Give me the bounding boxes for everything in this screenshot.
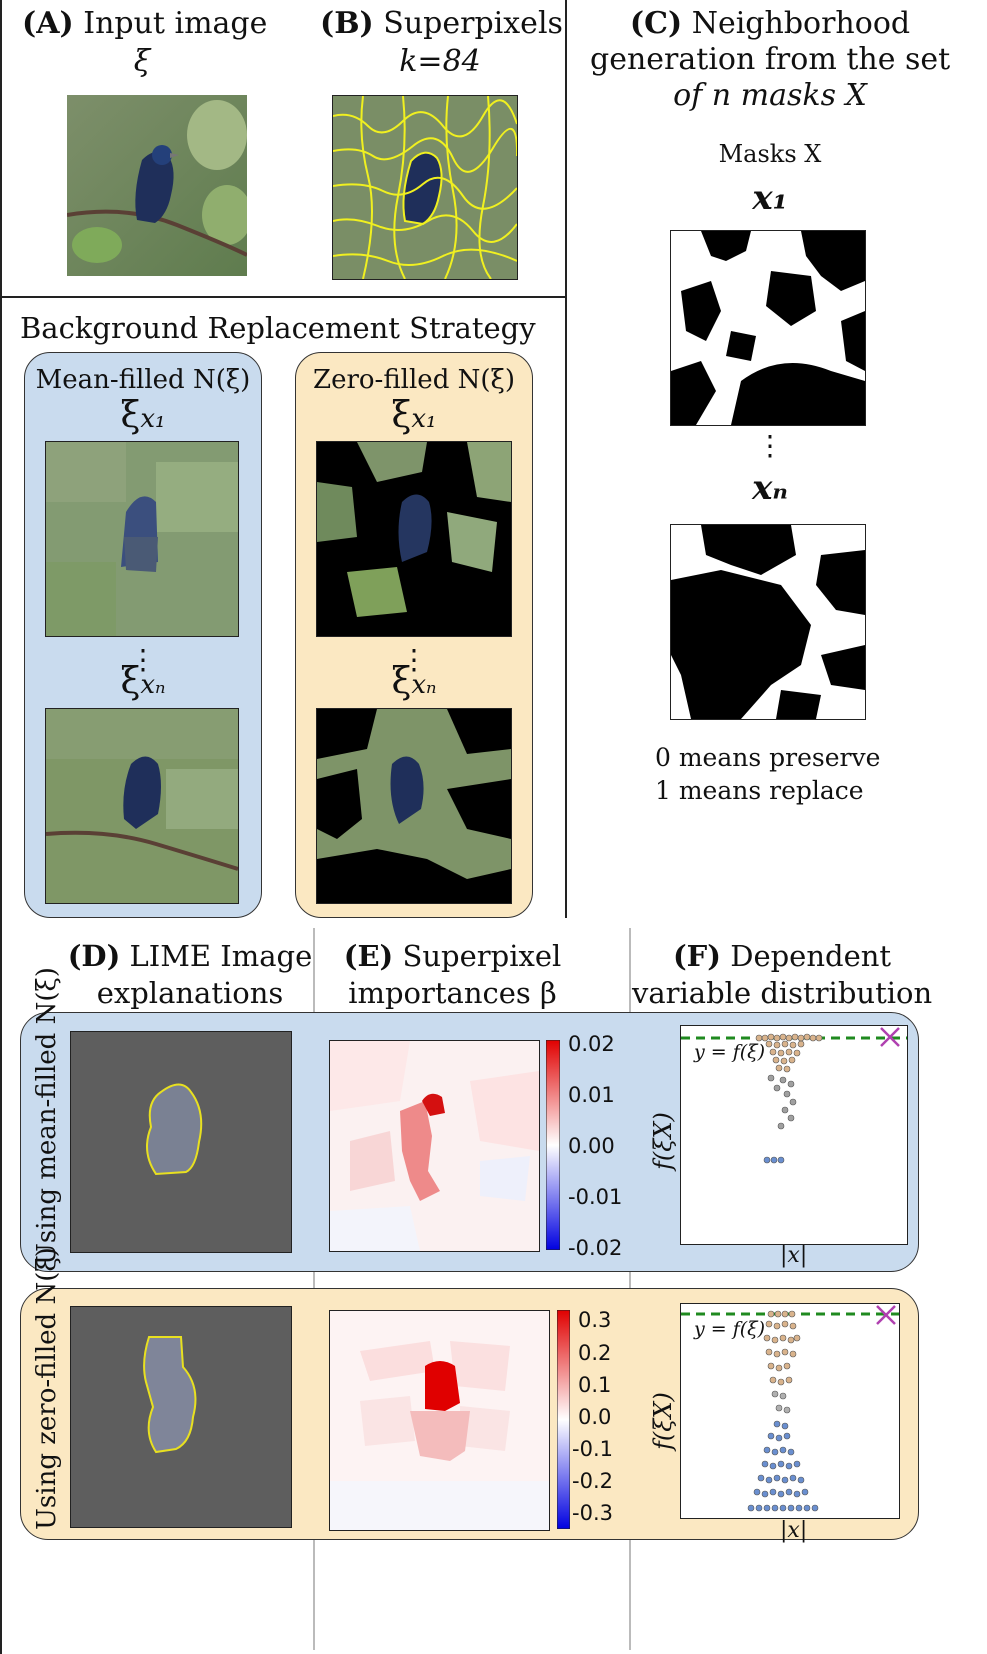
mask-xn bbox=[670, 524, 866, 720]
mean-y-label: f(ξX) bbox=[649, 1112, 677, 1170]
mean-dist-plot bbox=[680, 1025, 908, 1245]
masks-label: Masks X bbox=[718, 140, 822, 168]
mean-importance-map bbox=[329, 1040, 540, 1252]
panel-a-label: (A) bbox=[22, 6, 74, 41]
mask-dots: ⋮ bbox=[756, 429, 784, 462]
divider-vertical-top bbox=[565, 0, 567, 918]
input-image bbox=[67, 95, 247, 276]
zero-xi-x1-sub: x₁ bbox=[411, 404, 437, 434]
mean-xi-x1-sub: x₁ bbox=[140, 404, 166, 434]
panel-a-symbol: ξ bbox=[133, 44, 151, 79]
zero-filled-title: Zero-filled N(ξ) bbox=[313, 365, 515, 395]
mask-x1-label: x₁ bbox=[752, 178, 788, 218]
zero-cbar-tick-3: 0.0 bbox=[578, 1405, 612, 1429]
panel-c-title-line3: of n masks X bbox=[673, 78, 867, 113]
mask-x1 bbox=[670, 230, 866, 426]
mean-xi-x1: ξx₁ bbox=[120, 395, 166, 436]
mean-cbar-tick-1: 0.01 bbox=[568, 1083, 615, 1107]
legend-preserve: 0 means preserve bbox=[655, 743, 881, 772]
zero-cbar-tick-1: 0.2 bbox=[578, 1341, 612, 1365]
panel-e-title-line2: importances β bbox=[348, 976, 557, 1010]
zero-dist-plot bbox=[680, 1303, 900, 1519]
zero-y-eq: y = f(ξ) bbox=[694, 1318, 766, 1340]
mean-filled-image-1 bbox=[45, 441, 239, 637]
panel-b-title-text: Superpixels bbox=[383, 6, 563, 41]
panel-c-label: (C) bbox=[629, 6, 683, 41]
mean-filled-title: Mean-filled N(ξ) bbox=[35, 365, 251, 395]
panel-a-title-text: Input image bbox=[83, 6, 268, 41]
panel-e-title-line1: (E) Superpixel bbox=[343, 939, 562, 973]
divider-horizontal-ab bbox=[0, 296, 567, 298]
mean-cbar-tick-2: 0.00 bbox=[568, 1134, 615, 1158]
mean-dots: ⋮ bbox=[129, 643, 157, 676]
panel-d-label: (D) bbox=[67, 939, 121, 973]
bg-strategy-title: Background Replacement Strategy bbox=[20, 311, 536, 345]
mean-cbar-tick-0: 0.02 bbox=[568, 1032, 615, 1056]
zero-lime-explanation bbox=[70, 1306, 292, 1528]
zero-cbar-tick-5: -0.2 bbox=[572, 1469, 613, 1493]
superpixel-image bbox=[332, 95, 518, 280]
panel-a-title: (A) Input image bbox=[22, 6, 267, 42]
zero-dots: ⋮ bbox=[400, 643, 428, 676]
zero-filled-image-n bbox=[316, 708, 512, 904]
mean-x-label: |x| bbox=[780, 1243, 808, 1268]
zero-cbar-tick-4: -0.1 bbox=[572, 1437, 613, 1461]
panel-b-k: k=84 bbox=[399, 44, 481, 79]
mean-cbar-tick-3: -0.01 bbox=[568, 1185, 623, 1209]
zero-xi-xn-sub: xₙ bbox=[411, 670, 437, 700]
mean-xi-xn: ξxₙ bbox=[120, 661, 166, 702]
panel-d-title-line2: explanations bbox=[96, 976, 284, 1010]
panel-f-title-line1: (F) Dependent bbox=[672, 939, 892, 973]
mean-colorbar bbox=[546, 1040, 560, 1250]
panel-b-label: (B) bbox=[320, 6, 374, 41]
zero-colorbar bbox=[557, 1310, 570, 1529]
panel-f-title-line2: variable distribution bbox=[632, 976, 933, 1010]
zero-xi-x1: ξx₁ bbox=[391, 395, 437, 436]
panel-c-title-line2: generation from the set bbox=[590, 42, 951, 77]
panel-e-label: (E) bbox=[343, 939, 394, 973]
panel-c-title-line1: (C) Neighborhood bbox=[629, 6, 911, 41]
zero-x-label: |x| bbox=[780, 1518, 808, 1543]
zero-y-label: f(ξX) bbox=[649, 1392, 677, 1450]
zero-importance-map bbox=[329, 1310, 550, 1531]
mean-filled-image-n bbox=[45, 708, 239, 904]
mean-xi-xn-sub: xₙ bbox=[140, 670, 166, 700]
border-left bbox=[0, 0, 2, 1654]
zero-cbar-tick-0: 0.3 bbox=[578, 1308, 612, 1332]
legend-replace: 1 means replace bbox=[655, 776, 864, 805]
mean-y-eq: y = f(ξ) bbox=[694, 1041, 766, 1063]
zero-cbar-tick-6: -0.3 bbox=[572, 1501, 613, 1525]
mean-row-label: Using mean-filled N(ξ) bbox=[32, 967, 62, 1265]
mean-cbar-tick-4: -0.02 bbox=[568, 1236, 623, 1260]
mean-lime-explanation bbox=[70, 1031, 292, 1253]
mask-xn-label: xₙ bbox=[752, 468, 788, 508]
panel-b-title: (B) Superpixels bbox=[320, 6, 563, 42]
panel-d-title-line1: (D) LIME Image bbox=[67, 939, 313, 973]
zero-xi-xn: ξxₙ bbox=[391, 661, 437, 702]
zero-filled-image-1 bbox=[316, 441, 512, 637]
zero-cbar-tick-2: 0.1 bbox=[578, 1373, 612, 1397]
panel-f-label: (F) bbox=[672, 939, 721, 973]
zero-row-label: Using zero-filled N(ξ) bbox=[32, 1247, 62, 1530]
